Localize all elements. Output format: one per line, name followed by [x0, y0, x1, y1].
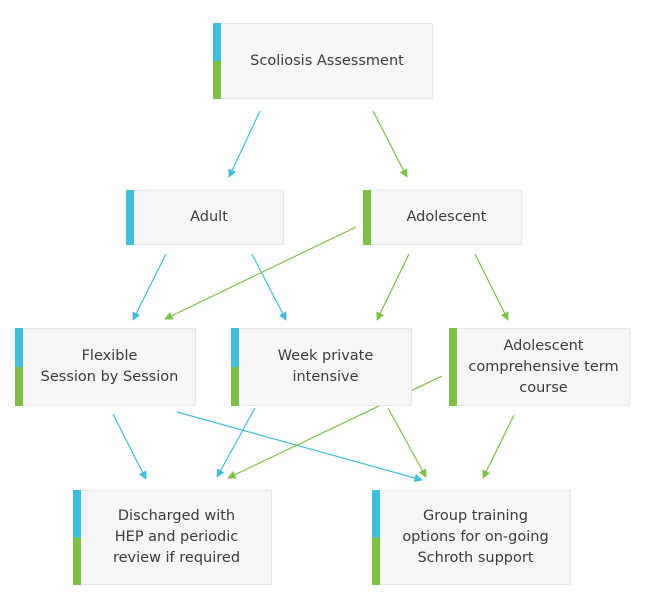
node-label: Discharged with HEP and periodic review …	[112, 508, 241, 566]
node-label: Adolescent comprehensive term course	[468, 337, 619, 396]
node-label: Flexible Session by Session	[40, 348, 179, 385]
arrow-adolescent-to-week-private	[376, 253, 410, 321]
category-color-bar	[363, 190, 371, 245]
arrow-flexible-to-group-training	[176, 411, 423, 483]
category-color-bar	[73, 490, 81, 585]
arrow-assessment-to-adult	[228, 110, 261, 178]
node-label: Adolescent	[406, 209, 487, 225]
node-adolescent-course: Adolescent comprehensive term course	[449, 328, 630, 406]
node-week-private-intensive: Week private intensive	[231, 328, 412, 406]
arrow-assessment-to-adolescent	[372, 110, 408, 178]
node-discharged: Discharged with HEP and periodic review …	[73, 490, 272, 585]
arrow-adolescent-to-flexible	[164, 226, 357, 320]
node-label: Adult	[190, 209, 228, 225]
node-flexible-session: Flexible Session by Session	[15, 328, 196, 406]
arrow-week-private-to-group-training	[387, 407, 427, 478]
category-color-bar	[449, 328, 457, 406]
arrow-adolescent-to-adolescent-course	[474, 253, 509, 321]
category-color-bar	[126, 190, 134, 245]
node-label: Group training options for on-going Schr…	[402, 508, 549, 566]
node-adult: Adult	[126, 190, 284, 245]
node-scoliosis-assessment: Scoliosis Assessment	[213, 23, 433, 99]
node-group-training: Group training options for on-going Schr…	[372, 490, 571, 585]
node-adolescent: Adolescent	[363, 190, 522, 245]
category-color-bar	[213, 23, 221, 99]
category-color-bar	[372, 490, 380, 585]
arrow-adult-to-flexible	[132, 253, 167, 321]
arrow-adult-to-week-private	[251, 253, 287, 321]
node-label: Week private intensive	[277, 348, 374, 385]
arrow-flexible-to-discharged	[112, 413, 147, 480]
category-color-bar	[15, 328, 23, 406]
arrow-adolescent-course-to-group-training	[482, 414, 515, 479]
arrow-week-private-to-discharged	[216, 407, 256, 478]
node-label: Scoliosis Assessment	[250, 52, 404, 69]
category-color-bar	[231, 328, 239, 406]
